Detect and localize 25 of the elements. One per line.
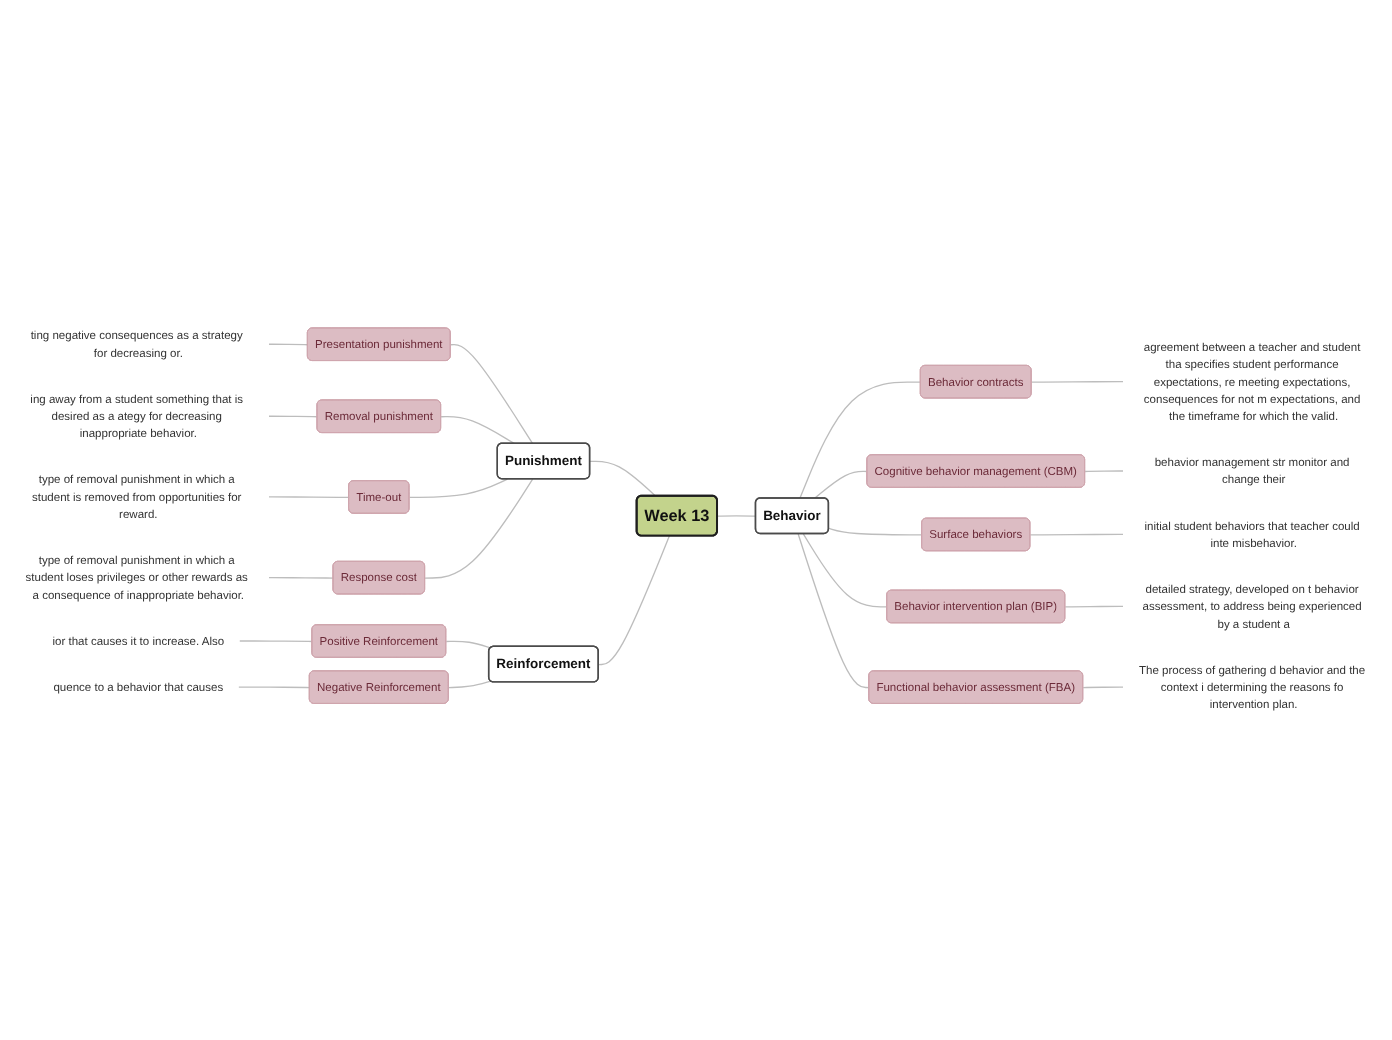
connector [450, 343, 534, 445]
connector [440, 415, 516, 445]
connector [799, 381, 922, 500]
connector [268, 576, 335, 579]
connector [716, 515, 757, 517]
connector [268, 496, 350, 499]
connector [1029, 533, 1124, 536]
connector [828, 527, 923, 536]
connector [1082, 686, 1124, 689]
connector [598, 535, 670, 666]
connector [445, 640, 492, 649]
connector [802, 533, 888, 608]
connector [1064, 605, 1124, 608]
connector [1084, 470, 1124, 473]
connector [408, 478, 509, 499]
connector [268, 415, 319, 418]
connector [1030, 381, 1124, 383]
connector [589, 460, 657, 497]
connector [797, 533, 870, 689]
connector [448, 680, 492, 689]
connector [237, 686, 311, 689]
connector [268, 343, 309, 346]
connector [813, 470, 868, 500]
connector [424, 478, 534, 579]
connector [238, 640, 313, 643]
